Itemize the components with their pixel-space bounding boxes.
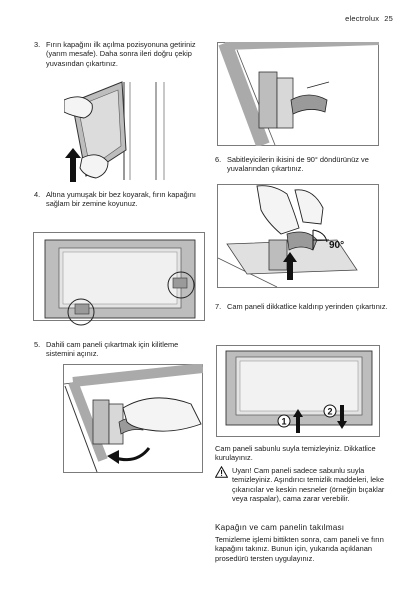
cleaning-note: Cam paneli sabunlu suyla temizleyiniz. D… xyxy=(215,444,376,463)
warning-icon xyxy=(214,465,229,480)
step-text: Cam paneli dikkatlice kaldırıp yerinden … xyxy=(227,302,388,311)
figure-remove-door xyxy=(64,80,192,182)
step-5: 5. Dahili cam paneli çıkartmak için kili… xyxy=(34,340,206,359)
step-3: 3. Fırın kapağını ilk açılma pozisyonuna… xyxy=(34,40,206,68)
step-text: Dahili cam paneli çıkartmak için kilitle… xyxy=(46,340,179,359)
warning-block: Uyarı! Cam paneli sadece sabunlu suyla t… xyxy=(214,465,395,504)
step-text: Sabitleyicilerin ikisini de 90° döndürün… xyxy=(227,155,369,174)
step-4: 4. Altına yumuşak bir bez koyarak, fırın… xyxy=(34,190,206,209)
step-6: 6. Sabitleyicilerin ikisini de 90° döndü… xyxy=(215,155,395,174)
marker-2: 2 xyxy=(327,407,332,417)
figure-lift-glass: 1 2 xyxy=(216,345,380,437)
warning-text: Uyarı! Cam paneli sadece sabunlu suyla t… xyxy=(232,466,385,504)
step-number: 3. xyxy=(34,40,41,49)
step-number: 7. xyxy=(215,302,222,311)
angle-label: 90° xyxy=(329,240,344,251)
brand-name: electrolux xyxy=(345,14,380,23)
step-text: Altına yumuşak bir bez koyarak, fırın ka… xyxy=(46,190,196,209)
figure-door-on-surface xyxy=(33,232,205,332)
section-body: Temizleme işlemi bittikten sonra, cam pa… xyxy=(215,535,384,563)
step-7: 7. Cam paneli dikkatlice kaldırıp yerind… xyxy=(215,302,395,311)
marker-1: 1 xyxy=(281,417,286,427)
step-number: 4. xyxy=(34,190,41,199)
figure-unlock-clamp xyxy=(63,364,203,474)
figure-rotate-fasteners: 90° xyxy=(217,184,379,288)
page-number: 25 xyxy=(384,14,393,23)
step-number: 6. xyxy=(215,155,222,164)
figure-clamp-detail xyxy=(217,42,379,146)
step-text: Fırın kapağını ilk açılma pozisyonuna ge… xyxy=(46,40,196,68)
step-number: 5. xyxy=(34,340,41,349)
section-title: Kapağın ve cam panelin takılması xyxy=(215,523,345,532)
page-header: electrolux 25 xyxy=(345,14,393,23)
